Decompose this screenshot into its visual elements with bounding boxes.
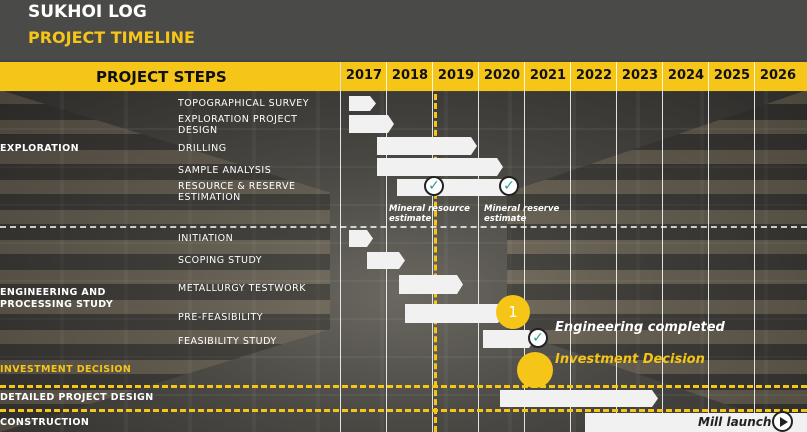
section-divider-yellow	[0, 385, 807, 388]
step-metallurgy-testwork: METALLURGY TESTWORK	[178, 283, 306, 294]
timeline-header-band	[0, 62, 807, 91]
year-2023: 2023	[621, 68, 659, 83]
page-subtitle: PROJECT TIMELINE	[28, 28, 195, 47]
bar-exploration-project-design	[349, 115, 394, 133]
step-pre-feasibility: PRE-FEASIBILITY	[178, 312, 264, 323]
year-2020: 2020	[483, 68, 521, 83]
year-grid-line	[708, 62, 709, 432]
bar-construction	[585, 413, 807, 432]
note-mineral-resource-estimate: Mineral resource estimate	[389, 204, 470, 224]
year-grid-line	[386, 62, 387, 432]
category-engineering-processing-study: ENGINEERING AND PROCESSING STUDY	[0, 287, 114, 310]
step-drilling: DRILLING	[178, 143, 227, 154]
bar-pre-feasibility	[405, 304, 504, 323]
bar-sample-analysis	[377, 158, 503, 176]
year-2024: 2024	[667, 68, 705, 83]
check-icon: ✓	[499, 176, 519, 196]
note-engineering-completed: Engineering completed	[555, 320, 725, 335]
year-2022: 2022	[575, 68, 613, 83]
category-construction: CONSTRUCTION	[0, 417, 90, 428]
step-exploration-project-design: EXPLORATION PROJECT DESIGN	[178, 114, 298, 136]
year-grid-line	[570, 62, 571, 432]
check-icon: ✓	[528, 328, 548, 348]
section-divider-yellow	[0, 409, 807, 412]
bar-detailed-project-design	[500, 390, 658, 407]
project-steps-heading: PROJECT STEPS	[96, 68, 227, 86]
section-divider	[0, 226, 807, 228]
bar-scoping-study	[367, 252, 405, 269]
page-header: SUKHOI LOG PROJECT TIMELINE	[0, 0, 807, 60]
note-mineral-reserve-estimate: Mineral reserve estimate	[484, 204, 560, 224]
investment-decision-marker	[517, 352, 553, 388]
year-grid-line	[432, 62, 433, 432]
current-date-line	[434, 94, 437, 432]
year-grid-line	[524, 62, 525, 432]
bar-topographical-survey	[349, 96, 376, 111]
category-exploration: EXPLORATION	[0, 143, 79, 154]
year-2019: 2019	[437, 68, 475, 83]
year-grid-line	[754, 62, 755, 432]
bar-drilling	[377, 137, 477, 155]
check-icon: ✓	[424, 176, 444, 196]
note-mill-launch: Mill launch	[698, 415, 772, 429]
year-grid-line	[340, 62, 341, 432]
step-feasibility-study: FEASIBILITY STUDY	[178, 336, 277, 347]
page-title: SUKHOI LOG	[28, 2, 147, 22]
year-2017: 2017	[345, 68, 383, 83]
note-investment-decision: Investment Decision	[555, 352, 705, 367]
bar-feasibility-study	[483, 330, 535, 348]
step-resource-reserve-estimation: RESOURCE & RESERVE ESTIMATION	[178, 181, 296, 203]
step-sample-analysis: SAMPLE ANALYSIS	[178, 165, 272, 176]
bar-metallurgy-testwork	[399, 275, 463, 294]
year-2025: 2025	[713, 68, 751, 83]
category-investment-decision: INVESTMENT DECISION	[0, 364, 132, 375]
year-2026: 2026	[759, 68, 797, 83]
year-grid-line	[662, 62, 663, 432]
year-grid-line	[616, 62, 617, 432]
year-2018: 2018	[391, 68, 429, 83]
bar-initiation	[349, 230, 373, 247]
year-grid-line	[478, 62, 479, 432]
step-scoping-study: SCOPING STUDY	[178, 255, 263, 266]
play-icon	[772, 411, 793, 432]
prefeasibility-marker: 1	[496, 295, 530, 329]
year-2021: 2021	[529, 68, 567, 83]
step-initiation: INITIATION	[178, 233, 234, 244]
category-detailed-project-design: DETAILED PROJECT DESIGN	[0, 392, 154, 403]
step-topographical-survey: TOPOGRAPHICAL SURVEY	[178, 98, 310, 109]
